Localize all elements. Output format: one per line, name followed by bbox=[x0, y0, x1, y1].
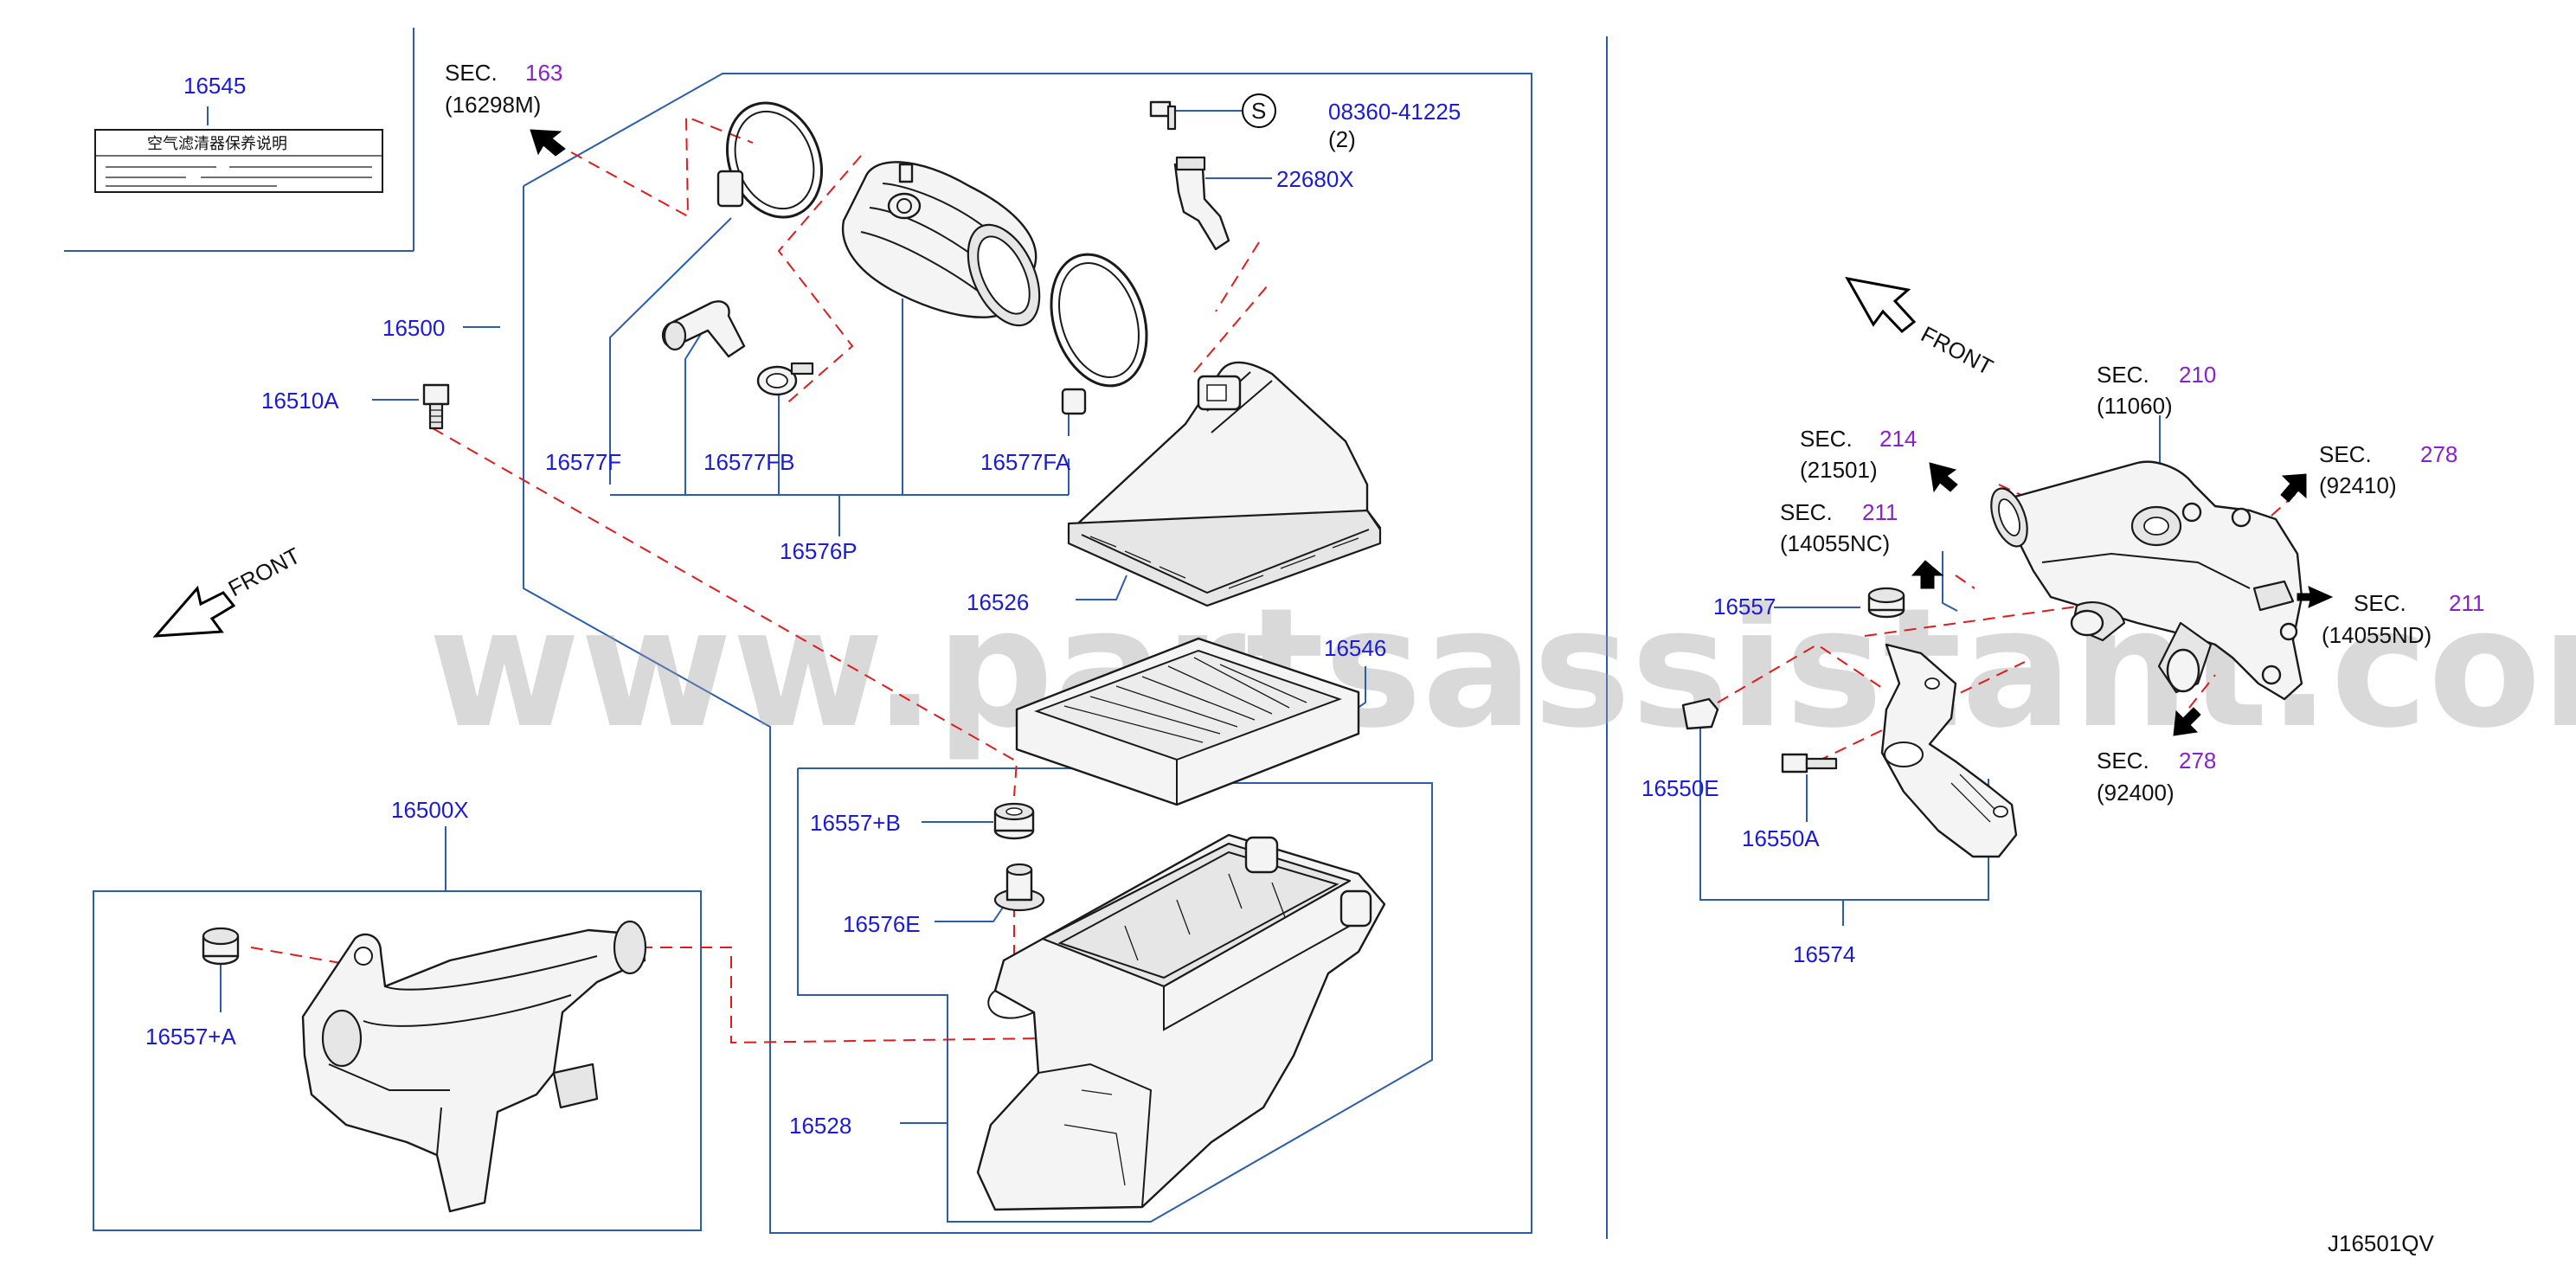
label-16510A: 16510A bbox=[261, 388, 339, 414]
label-16576E: 16576E bbox=[843, 911, 921, 937]
arrow-sec211nd-icon bbox=[2297, 586, 2334, 608]
grommet-16576E bbox=[993, 863, 1045, 912]
clip-16550E bbox=[1681, 697, 1719, 730]
front-label-left: FRONT bbox=[224, 542, 305, 602]
label-16576P: 16576P bbox=[780, 538, 858, 564]
sec-278-a-label: SEC. bbox=[2319, 441, 2372, 467]
sec-214-label: SEC. bbox=[1800, 426, 1853, 452]
clamp-16577F bbox=[716, 101, 824, 219]
arrow-sec214-icon bbox=[1929, 462, 1958, 493]
bolt-16550A bbox=[1781, 753, 1838, 774]
label-16545: 16545 bbox=[183, 73, 246, 99]
sec-214-num: 214 bbox=[1879, 426, 1917, 452]
resonator-duct-16500X bbox=[301, 920, 647, 1213]
sec-163-num: 163 bbox=[525, 60, 562, 86]
label-16574: 16574 bbox=[1793, 941, 1855, 967]
label-16526: 16526 bbox=[967, 589, 1029, 615]
label-22680X: 22680X bbox=[1276, 166, 1354, 192]
arrow-sec278a-icon bbox=[2280, 473, 2307, 503]
sec-211-nd-code: (14055ND) bbox=[2322, 622, 2431, 648]
air-duct-16576P bbox=[841, 161, 1041, 327]
sec-278-b-num: 278 bbox=[2179, 748, 2216, 774]
front-arrow-left-icon bbox=[152, 585, 236, 638]
screw-08360-41225 bbox=[1149, 100, 1177, 131]
front-label-right: FRONT bbox=[1917, 321, 1997, 381]
sec-278-b-label: SEC. bbox=[2097, 748, 2149, 774]
bracket-part-16574 bbox=[1880, 643, 2018, 858]
label-16577FB: 16577FB bbox=[703, 449, 795, 475]
diagram-code: J16501QV bbox=[2328, 1230, 2435, 1256]
sec-211-nc-label: SEC. bbox=[1780, 499, 1833, 525]
label-16546: 16546 bbox=[1324, 635, 1386, 661]
s-symbol-text: S bbox=[1251, 98, 1266, 124]
cleaner-cover-16526 bbox=[1067, 361, 1382, 607]
arrow-sec211nc-icon bbox=[1911, 560, 1944, 589]
assembly-outline-16500 bbox=[523, 73, 1532, 1234]
sensor-22680X bbox=[1173, 156, 1230, 251]
label-16528: 16528 bbox=[789, 1113, 851, 1139]
label-16557B: 16557+B bbox=[810, 810, 901, 836]
duct-box-16500X bbox=[93, 890, 702, 1231]
label-16500X: 16500X bbox=[391, 797, 469, 823]
leader-lines bbox=[207, 106, 2161, 1124]
sec-278-a-code: (92410) bbox=[2319, 472, 2397, 498]
sec-278-b-code: (92400) bbox=[2097, 780, 2175, 806]
label-16550A: 16550A bbox=[1742, 825, 1820, 851]
sec-210-code: (11060) bbox=[2097, 393, 2173, 419]
label-16577F: 16577F bbox=[545, 449, 621, 475]
label-16557A: 16557+A bbox=[145, 1024, 236, 1050]
label-16550E: 16550E bbox=[1641, 775, 1719, 801]
hose-16577FB bbox=[661, 300, 814, 396]
sec-163-code: (16298M) bbox=[445, 92, 541, 118]
thermostat-housing bbox=[1990, 460, 2303, 701]
grommet-16557 bbox=[1867, 587, 1905, 619]
label-08360-qty: (2) bbox=[1328, 126, 1356, 152]
direction-arrows bbox=[152, 129, 2334, 736]
grommet-16557B bbox=[993, 802, 1035, 840]
sec-210-label: SEC. bbox=[2097, 362, 2149, 388]
sec-210-num: 210 bbox=[2179, 362, 2216, 388]
label-08360: 08360-41225 bbox=[1328, 99, 1461, 125]
sec-211-nd-num: 211 bbox=[2449, 590, 2484, 616]
sec-211-nc-num: 211 bbox=[1862, 499, 1898, 525]
sec-214-code: (21501) bbox=[1800, 457, 1878, 483]
sec-211-nd-label: SEC. bbox=[2354, 590, 2406, 616]
arrow-sec163-icon bbox=[530, 129, 566, 157]
label-16557: 16557 bbox=[1713, 594, 1776, 620]
label-sheet-text: 空气滤清器保养说明 bbox=[147, 135, 287, 152]
bolt-16510A bbox=[422, 383, 450, 430]
lower-housing-16528 bbox=[976, 833, 1386, 1211]
label-sheet-16545: 空气滤清器保养说明 bbox=[94, 129, 383, 193]
label-16500: 16500 bbox=[382, 315, 445, 341]
frame-lines bbox=[64, 28, 1608, 1239]
label-16577FA: 16577FA bbox=[980, 449, 1071, 475]
filter-element-16546 bbox=[1015, 637, 1360, 806]
front-arrow-right-icon bbox=[1845, 276, 1917, 334]
sec-278-a-num: 278 bbox=[2420, 441, 2457, 467]
sec-211-nc-code: (14055NC) bbox=[1780, 530, 1890, 556]
arrow-sec278b-icon bbox=[2173, 707, 2201, 736]
sec-163-label: SEC. bbox=[445, 60, 498, 86]
grommet-16557A bbox=[202, 927, 240, 966]
s-symbol-icon bbox=[1242, 93, 1276, 128]
clamp-16577FA bbox=[1050, 253, 1148, 415]
